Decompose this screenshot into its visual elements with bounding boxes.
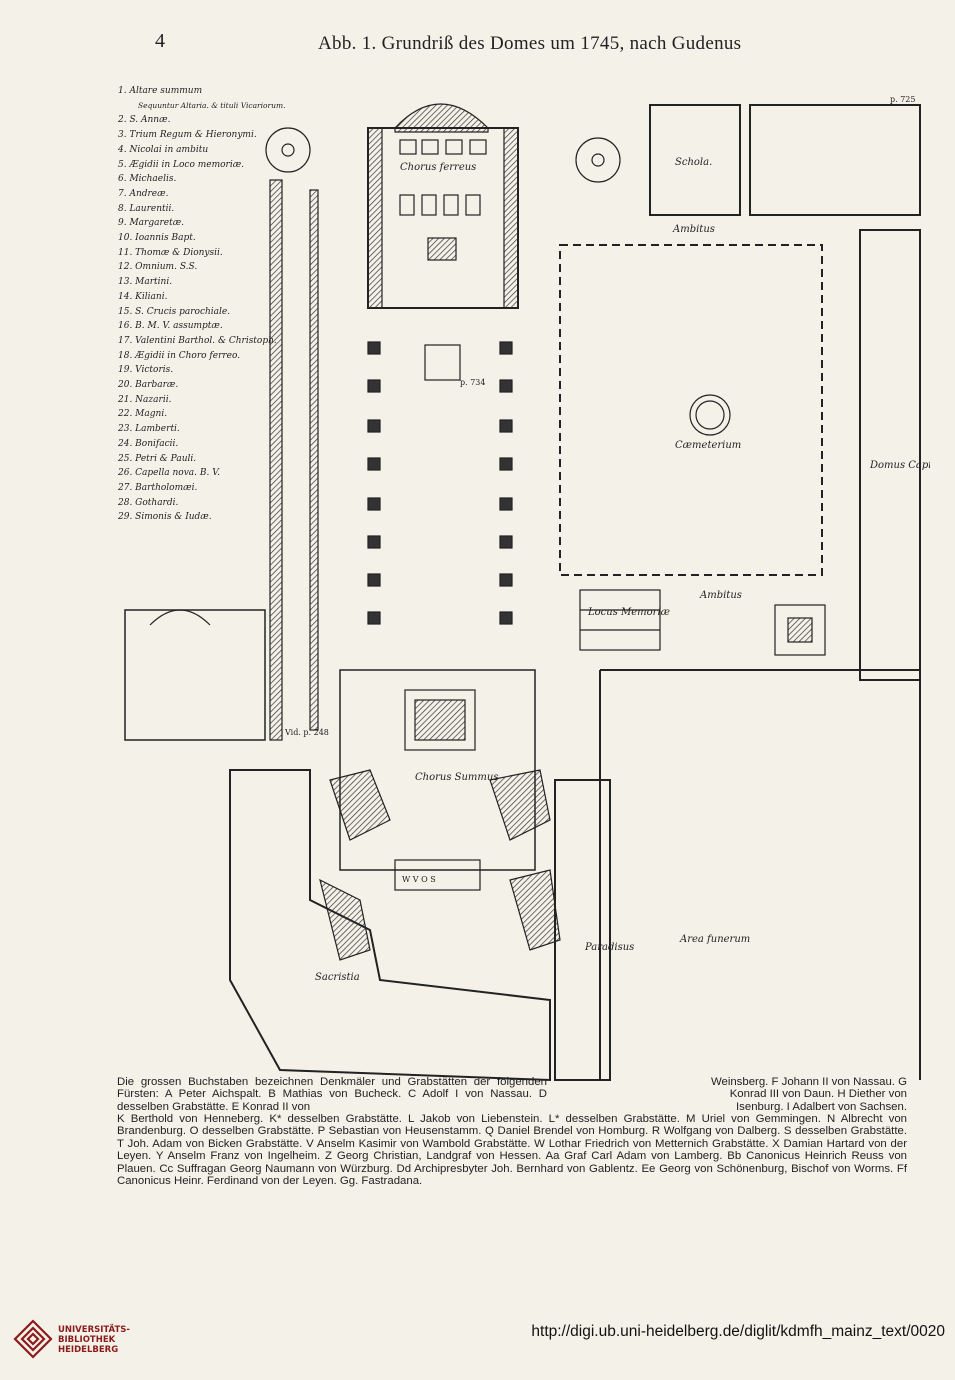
legend-item: 29. Simonis & Iudæ. (118, 512, 212, 523)
label-domus-capitularis: Domus Capitularis (869, 460, 930, 471)
running-head: Abb. 1. Grundriß des Domes um 1745, nach… (318, 33, 742, 54)
chapel-28 (124, 609, 266, 741)
spiral-stair-east (575, 137, 621, 183)
legend-item: 23. Lamberti. (118, 424, 180, 435)
label-locus-memoriae: Locus Memoriæ (587, 607, 670, 618)
legend-item: 20. Barbaræ. (118, 380, 179, 391)
locus-memoriae (579, 589, 661, 651)
legend-item: 17. Valentini Barthol. & Christoph. (118, 335, 277, 346)
label-wvos: W V O S (402, 875, 436, 884)
legend-item: 18. Ægidii in Choro ferreo. (118, 350, 241, 361)
legend-item: 14. Kiliani. (118, 291, 168, 302)
legend-item: 16. B. M. V. assumptæ. (118, 321, 223, 332)
legend-item: 27. Bartholomæi. (118, 482, 198, 493)
nave-piers (367, 341, 513, 625)
legend-item: 4. Nicolai in ambitu (118, 144, 209, 155)
legend-item: 26. Capella nova. B. V. (118, 468, 221, 479)
legend-item: 15. S. Crucis parochiale. (118, 306, 231, 317)
legend-item: 22. Magni. (118, 409, 168, 420)
east-apse (394, 103, 489, 133)
legend-item: 28. Gothardi. (118, 497, 179, 508)
legend-item: Sequuntur Altaria. & tituli Vicariorum. (138, 100, 286, 110)
legend-item: 8. Laurentii. (118, 203, 175, 214)
choir-stalls (399, 139, 487, 261)
library-name-line3: HEIDELBERG (58, 1345, 119, 1355)
legend-item: 6. Michaelis. (118, 174, 177, 185)
cloister (559, 244, 823, 576)
page-number: 4 (155, 30, 165, 52)
coemeterium-well (689, 394, 731, 436)
label-schola: Schola. (675, 157, 712, 168)
legend-item: 21. Nazarii. (118, 394, 172, 405)
label-chorus-ferreus: Chorus ferreus (400, 162, 476, 173)
label-paradisus: Paradisus (584, 942, 634, 953)
legend-item: 10. Ioannis Bapt. (118, 233, 196, 244)
cathedral-floor-plan: Chorus ferreus Schola. Ambitus Cæmeteriu… (124, 95, 930, 1082)
plan-text-labels: Chorus ferreus Schola. Ambitus Cæmeteriu… (284, 95, 930, 983)
source-url-link[interactable]: http://digi.ub.uni-heidelberg.de/diglit/… (531, 1323, 945, 1340)
schola (649, 104, 741, 216)
library-name-line1: UNIVERSITÄTS- (58, 1325, 130, 1335)
legend-item: 25. Petri & Pauli. (118, 453, 197, 464)
chorus-summus-walls (339, 669, 536, 871)
legend-item: 12. Omnium. S.S. (118, 262, 198, 273)
library-logo-icon (13, 1319, 53, 1359)
label-coemeterium: Cæmeterium (675, 440, 741, 451)
chorus-ferreus-walls (367, 127, 519, 309)
label-page-ref-2: p. 734 (460, 378, 485, 387)
label-page-ref-1: p. 725 (890, 95, 915, 104)
caption-left: Die grossen Buchstaben bezeichnen Denkmä… (117, 1076, 547, 1113)
legend-item: 13. Martini. (118, 277, 173, 288)
chapels-left (269, 179, 319, 741)
caption-right: Weinsberg. F Johann II von Nassau. G Kon… (710, 1076, 907, 1113)
legend-item: 5. Ægidii in Loco memoriæ. (118, 159, 245, 170)
sacristia (229, 769, 551, 1082)
legend-item: 24. Bonifacii. (118, 438, 179, 449)
label-page-ref-3: Vid. p. 248 (284, 728, 329, 737)
legend-item: 19. Victoris. (118, 365, 174, 376)
library-name-line2: BIBLIOTHEK (58, 1335, 116, 1345)
label-ambitus-south: Ambitus (699, 590, 742, 601)
legend-item: 7. Andreæ. (118, 188, 169, 199)
label-area-funerum: Area funerum (679, 934, 750, 945)
legend-item: 2. S. Annæ. (118, 115, 171, 126)
label-ambitus-north: Ambitus (672, 224, 715, 235)
spiral-stair-west (265, 127, 311, 173)
label-sacristia: Sacristia (315, 972, 360, 983)
paradisus (554, 779, 611, 1081)
legend-item: 1. Altare summum (118, 86, 203, 96)
label-chorus-summus: Chorus Summus (415, 772, 498, 783)
legend-item: 3. Trium Regum & Hieronymi. (118, 130, 257, 141)
central-altar (424, 344, 461, 381)
library-name: UNIVERSITÄTS- BIBLIOTHEK HEIDELBERG (58, 1325, 130, 1355)
legend-item: 11. Thomæ & Dionysii. (118, 247, 223, 258)
domus-capitularis (859, 229, 921, 681)
caption-continued: K Berthold von Henneberg. K* desselben G… (117, 1113, 907, 1188)
legend-item: 9. Margaretæ. (118, 218, 185, 229)
